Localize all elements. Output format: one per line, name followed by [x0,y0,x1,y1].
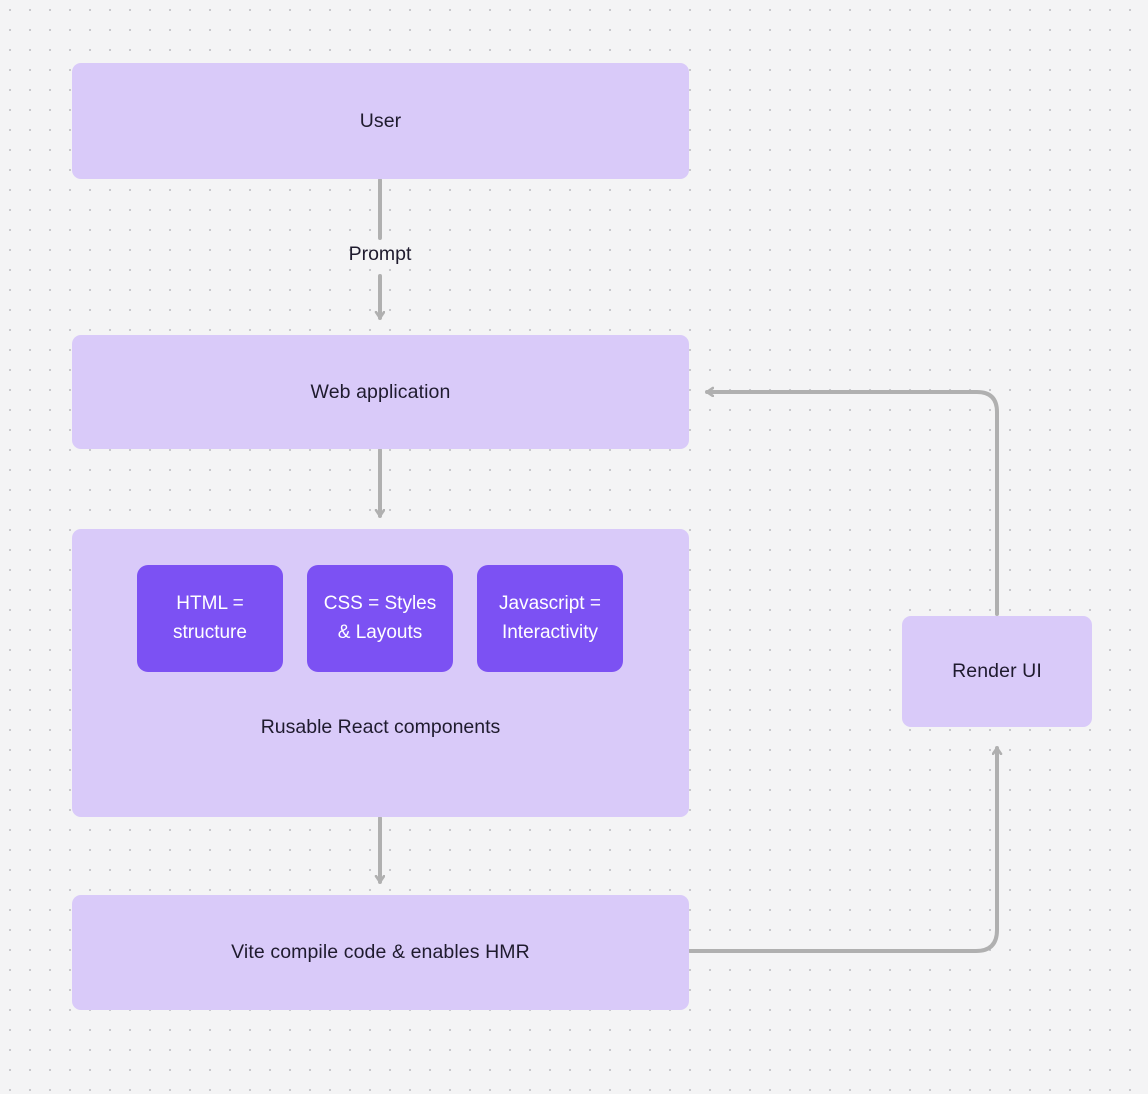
chip-html[interactable]: HTML = structure [137,565,283,672]
edge-label-prompt[interactable]: Prompt [332,243,428,266]
edge-render-to-webapp [705,392,999,616]
chip-html-label: HTML = structure [173,593,247,643]
node-react-components-caption-text: Rusable React components [260,716,501,738]
node-render-ui-label: Render UI [952,660,1042,683]
edge-vite-to-render [688,746,997,953]
chip-javascript-label: Javascript = Interactivity [499,593,601,643]
chip-css[interactable]: CSS = Styles & Layouts [307,565,453,672]
node-render-ui[interactable]: Render UI [902,616,1092,727]
node-web-application-label: Web application [310,380,451,403]
chip-javascript[interactable]: Javascript = Interactivity [477,565,623,672]
node-vite-label: Vite compile code & enables HMR [231,941,530,964]
node-user[interactable]: User [72,63,689,179]
node-react-components-caption: Rusable React components [72,716,689,739]
node-web-application[interactable]: Web application [72,335,689,449]
node-vite[interactable]: Vite compile code & enables HMR [72,895,689,1010]
edge-label-prompt-text: Prompt [348,243,412,265]
chip-css-label: CSS = Styles & Layouts [323,593,437,643]
node-user-label: User [359,109,402,132]
